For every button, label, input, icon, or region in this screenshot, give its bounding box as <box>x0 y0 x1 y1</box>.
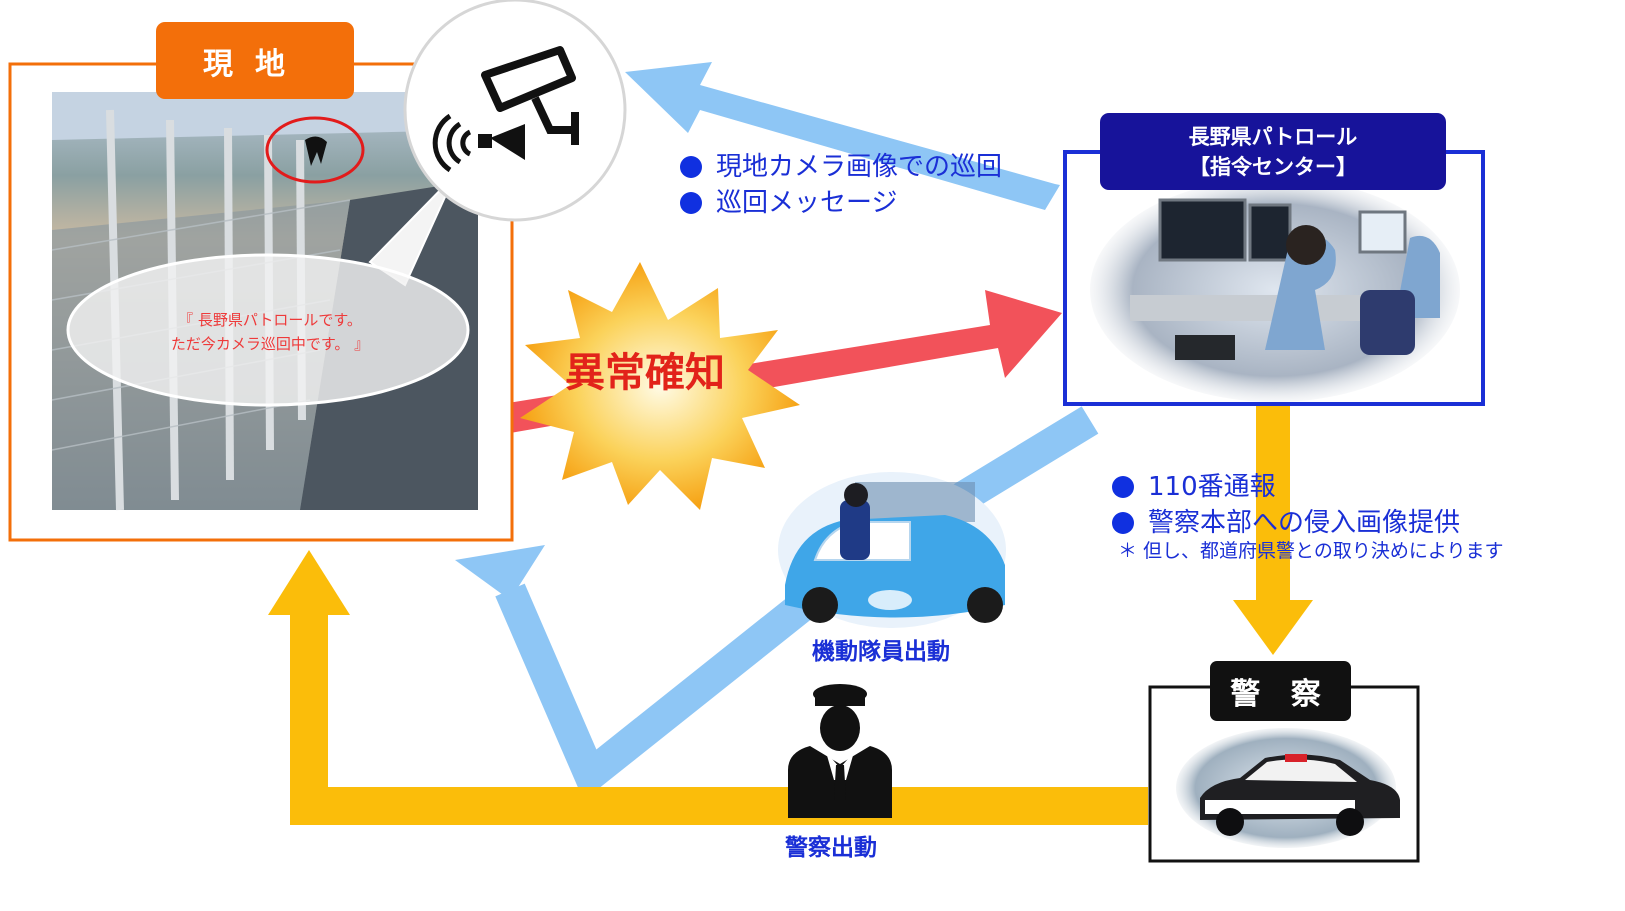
police-info-item-2: 警察本部への侵入画像提供 <box>1112 502 1460 539</box>
police-label: 警 察 <box>1210 661 1351 721</box>
control-room-photo <box>1090 178 1460 402</box>
patrol-message-2: 巡回メッセージ <box>680 182 897 219</box>
site-label: 現地 <box>156 22 354 99</box>
police-info-note: ＊ 但し、都道府県警との取り決めによります <box>1118 536 1503 563</box>
camera-icon <box>405 0 625 220</box>
patrol-message-1: 現地カメラ画像での巡回 <box>680 146 1002 183</box>
police-info-item-1: 110番通報 <box>1112 466 1276 503</box>
bullet-icon <box>680 156 702 178</box>
bullet-icon <box>1112 512 1134 534</box>
police-info-item-1-text: 110番通報 <box>1148 472 1276 502</box>
mobile-unit-photo <box>778 472 1006 628</box>
center-title: 長野県パトロール 【指令センター】 <box>1100 113 1446 190</box>
center-title-line-1: 長野県パトロール <box>1189 122 1358 152</box>
bullet-icon <box>680 192 702 214</box>
speech-line-2: ただ今カメラ巡回中です。 』 <box>110 332 430 356</box>
center-title-line-2: 【指令センター】 <box>1189 152 1357 182</box>
speech-line-1: 『 長野県パトロールです。 <box>110 308 430 332</box>
anomaly-label: 異常確知 <box>545 340 745 398</box>
patrol-message-2-text: 巡回メッセージ <box>716 188 897 218</box>
police-info-item-2-text: 警察本部への侵入画像提供 <box>1148 508 1460 538</box>
bullet-icon <box>1112 476 1134 498</box>
police-officer-icon <box>788 684 892 818</box>
mobile-unit-label: 機動隊員出動 <box>812 632 950 666</box>
camera-speech-text: 『 長野県パトロールです。 ただ今カメラ巡回中です。 』 <box>110 308 430 356</box>
police-dispatch-label: 警察出動 <box>785 828 877 862</box>
patrol-message-1-text: 現地カメラ画像での巡回 <box>716 152 1002 182</box>
